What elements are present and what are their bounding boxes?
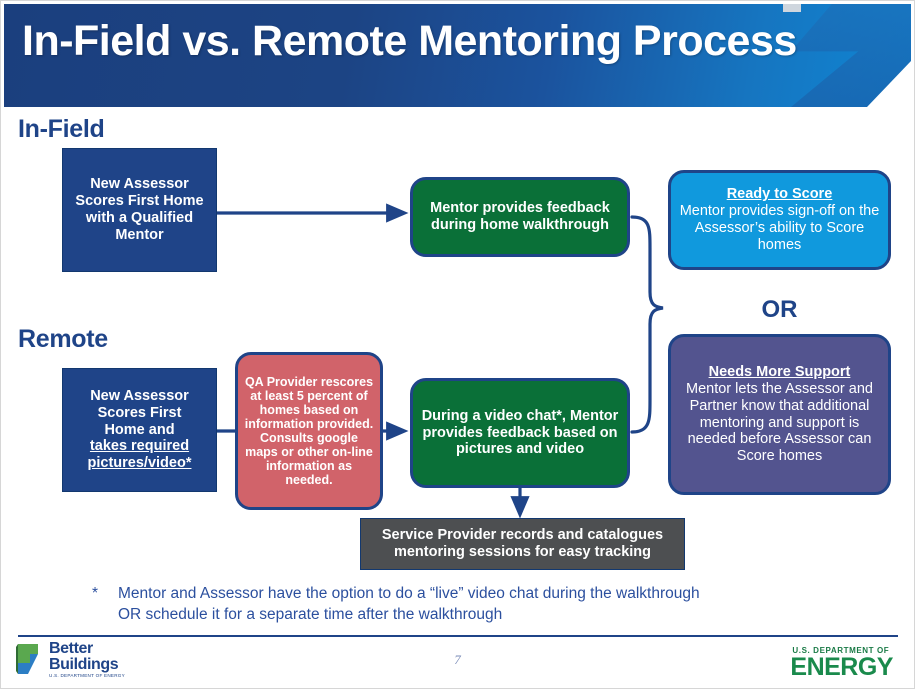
footnote-text: Mentor and Assessor have the option to d… [118,585,700,623]
header-notch-graphic [783,4,801,12]
doe-department-label: U.S. DEPARTMENT OF [792,646,890,655]
node-video-chat-feedback-label: During a video chat*, Mentor provides fe… [421,407,619,458]
slide-header-banner [4,4,911,107]
node-ready-to-score-label: Mentor provides sign-off on the Assessor… [679,203,880,253]
section-label-in-field: In-Field [18,115,105,143]
better-buildings-logo: Better Buildings U.S. DEPARTMENT OF ENER… [16,641,186,681]
connector-brace-to-outcomes [630,215,664,434]
node-infield-mentor-feedback-label: Mentor provides feedback during home wal… [430,200,610,233]
better-buildings-line1: Better [49,640,93,657]
better-buildings-subtitle: U.S. DEPARTMENT OF ENERGY [49,673,125,679]
node-infield-new-assessor-label: New Assessor Scores First Home with a Qu… [75,176,204,243]
node-needs-more-support-heading: Needs More Support [708,364,851,381]
node-remote-new-assessor-line3: Home and [104,421,175,438]
footnote: * Mentor and Assessor have the option to… [92,584,712,626]
footer-divider [18,635,898,637]
node-needs-more-support[interactable]: Needs More Support Mentor lets the Asses… [668,334,891,495]
better-buildings-mark-icon [16,644,38,674]
node-remote-new-assessor-body: New Assessor Scores First Home and takes… [63,388,216,472]
section-label-remote: Remote [18,325,108,353]
node-infield-new-assessor[interactable]: New Assessor Scores First Home with a Qu… [62,148,217,272]
node-remote-new-assessor-line1: New Assessor [90,387,189,404]
node-qa-provider-rescores[interactable]: QA Provider rescores at least 5 percent … [235,352,383,510]
page-number: 7 [454,652,461,667]
node-remote-new-assessor-underlined: takes required pictures/video* [87,438,192,472]
better-buildings-wordmark: Better Buildings U.S. DEPARTMENT OF ENER… [49,640,125,679]
doe-energy-wordmark: ENERGY [790,653,893,681]
node-service-provider-records[interactable]: Service Provider records and catalogues … [360,518,685,570]
node-ready-to-score-body: Ready to Score Mentor provides sign-off … [671,186,888,253]
node-needs-more-support-body: Needs More Support Mentor lets the Asses… [671,364,888,465]
node-remote-new-assessor-line2: Scores First [97,404,182,421]
node-video-chat-feedback[interactable]: During a video chat*, Mentor provides fe… [410,378,630,488]
node-ready-to-score-heading: Ready to Score [726,186,833,203]
doe-energy-logo: U.S. DEPARTMENT OF ENERGY [790,646,893,680]
node-needs-more-support-label: Mentor lets the Assessor and Partner kno… [686,380,873,465]
better-buildings-line2: Buildings [49,655,119,673]
page-title: In-Field vs. Remote Mentoring Process [22,17,797,65]
node-qa-provider-rescores-label: QA Provider rescores at least 5 percent … [244,375,374,487]
node-service-provider-records-label: Service Provider records and catalogues … [381,527,664,560]
node-infield-mentor-feedback[interactable]: Mentor provides feedback during home wal… [410,177,630,257]
node-ready-to-score[interactable]: Ready to Score Mentor provides sign-off … [668,170,891,270]
or-divider-label: OR [761,296,798,323]
footnote-marker: * [92,585,99,602]
node-remote-new-assessor[interactable]: New Assessor Scores First Home and takes… [62,368,217,492]
